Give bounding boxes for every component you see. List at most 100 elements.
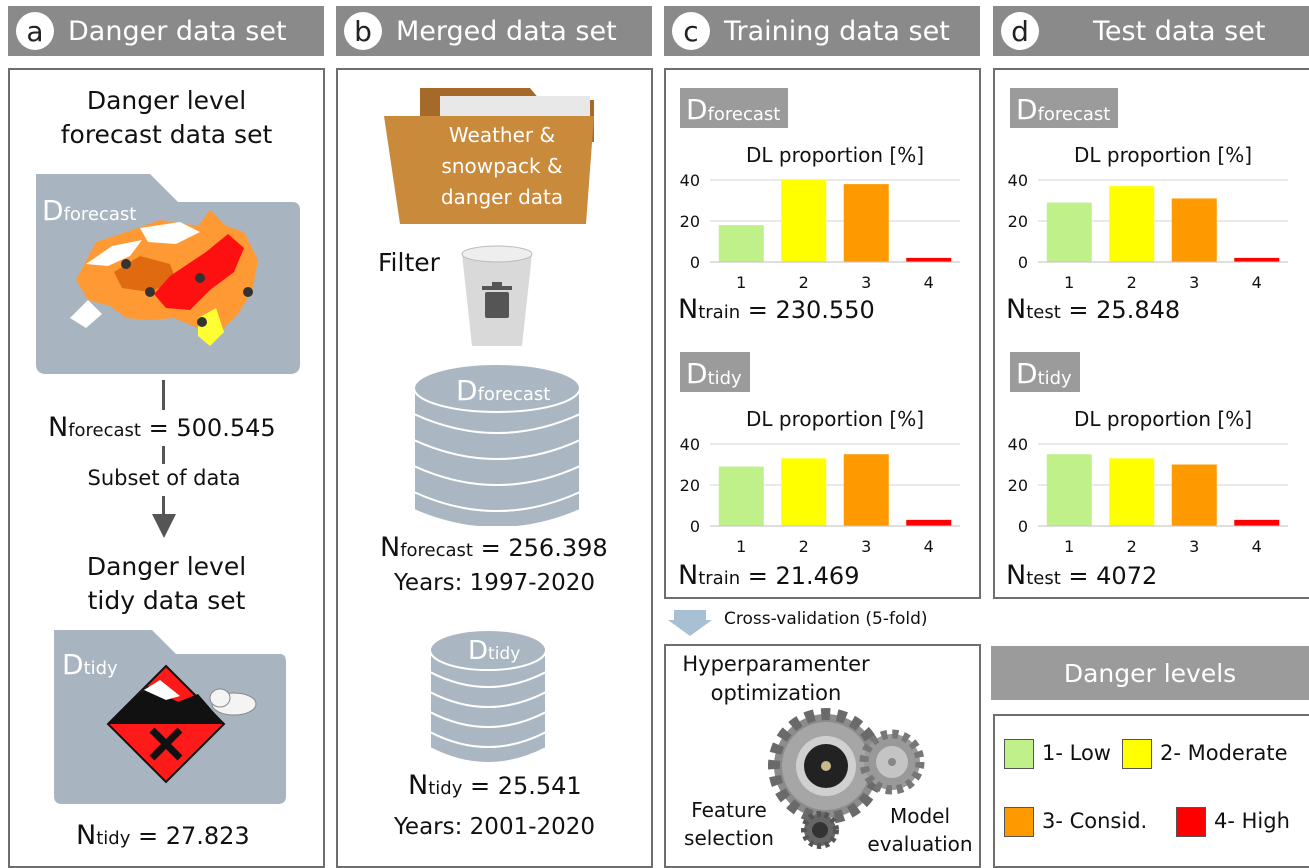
db-label-main: D — [456, 374, 478, 407]
model-line: evaluation — [867, 832, 973, 856]
n-sub: test — [1026, 302, 1061, 323]
connector-line — [162, 446, 165, 464]
panel-c — [664, 68, 981, 599]
hyper-title-line: optimization — [710, 681, 842, 705]
model-line: Model — [889, 804, 951, 828]
n-value: = 4072 — [1068, 562, 1158, 590]
bar — [843, 454, 889, 526]
down-arrow-icon — [152, 514, 176, 538]
forecast-folder-label: Dforecast — [42, 194, 136, 227]
forecast-folder-icon — [36, 174, 300, 374]
bar — [781, 180, 827, 262]
folder-label-sub: forecast — [63, 204, 137, 225]
y-tick-label: 20 — [680, 476, 700, 495]
panel-title-b: Merged data set — [396, 15, 617, 47]
gears-icon — [768, 708, 925, 849]
model-evaluation-label: Model evaluation — [860, 802, 980, 858]
y-tick-label: 0 — [1018, 253, 1028, 272]
legend-label-high: 4- High — [1214, 809, 1290, 833]
header-panel-c: c Training data set — [664, 6, 980, 56]
x-tick-label: 1 — [1064, 537, 1074, 556]
forecast-database-icon — [413, 363, 581, 526]
bar — [843, 184, 889, 262]
bar — [1234, 519, 1280, 526]
hyperparameter-title: Hyperparamenter optimization — [666, 650, 886, 708]
x-tick-label: 3 — [861, 273, 871, 292]
folder-text-line: danger data — [440, 185, 564, 209]
y-tick-label: 40 — [680, 435, 700, 454]
bar — [718, 225, 764, 262]
x-tick-label: 3 — [861, 537, 871, 556]
y-tick-label: 20 — [680, 212, 700, 231]
tidy-database-icon — [429, 629, 547, 764]
heading-line: Danger level — [86, 86, 247, 115]
cross-validation-label: Cross-validation (5-fold) — [724, 609, 928, 629]
tidy-heading: Danger level tidy data set — [10, 550, 323, 618]
x-tick-label: 3 — [1189, 537, 1199, 556]
n-forecast-b: Nforecast = 256.398 — [380, 532, 608, 563]
legend-swatch-considerable — [1004, 807, 1034, 837]
connector-line — [162, 496, 165, 514]
panel-letter-d: d — [1001, 12, 1039, 50]
trash-icon — [461, 245, 533, 346]
years-forecast: Years: 1997-2020 — [393, 570, 596, 596]
box-sub: forecast — [1037, 104, 1111, 125]
x-tick-label: 2 — [799, 273, 809, 292]
chart-title: DL proportion [%] — [1074, 143, 1252, 167]
n-symbol: N — [678, 560, 699, 591]
n-train-tidy: Ntrain = 21.469 — [678, 560, 859, 591]
bar — [1109, 458, 1155, 526]
box-sub: tidy — [707, 368, 742, 389]
panel-letter-c: c — [672, 12, 710, 50]
n-value: = 25.848 — [1068, 296, 1181, 324]
bar — [906, 519, 952, 526]
chart-title: DL proportion [%] — [746, 143, 924, 167]
bar — [1171, 464, 1217, 526]
filter-label: Filter — [378, 248, 440, 277]
box-sub: tidy — [1037, 368, 1072, 389]
n-tidy-a: Ntidy = 27.823 — [76, 820, 250, 851]
folder-text-line: Weather & — [448, 123, 556, 147]
box-main: D — [1016, 93, 1038, 126]
x-tick-label: 4 — [924, 537, 934, 556]
panel-d — [993, 68, 1309, 599]
n-symbol: N — [1006, 294, 1027, 325]
tidy-database-label: Dtidy — [468, 636, 520, 666]
x-tick-label: 4 — [1252, 273, 1262, 292]
bar — [1046, 454, 1092, 526]
bar — [781, 458, 827, 526]
x-tick-label: 4 — [1252, 537, 1262, 556]
bar — [1171, 198, 1217, 262]
n-sub: tidy — [428, 778, 463, 799]
panel-title-d: Test data set — [1093, 15, 1266, 47]
folder-label-main: D — [62, 648, 84, 681]
x-tick-label: 3 — [1189, 273, 1199, 292]
medium-gear-icon — [859, 729, 925, 795]
data-folder-text: Weather & snowpack & danger data — [412, 120, 592, 213]
n-value: = 25.541 — [469, 772, 582, 800]
x-tick-label: 1 — [736, 273, 746, 292]
y-tick-label: 40 — [1008, 171, 1028, 190]
avalanche-danger-icon — [106, 664, 257, 784]
legend-label-moderate: 2- Moderate — [1160, 741, 1288, 765]
x-tick-label: 2 — [1127, 273, 1137, 292]
n-tidy-b: Ntidy = 25.541 — [408, 770, 582, 801]
legend-swatch-high — [1176, 807, 1206, 837]
y-tick-label: 0 — [690, 253, 700, 272]
heading-line: forecast data set — [60, 120, 273, 149]
connector-line — [162, 380, 165, 410]
x-tick-label: 2 — [799, 537, 809, 556]
panel-letter-a: a — [16, 12, 54, 50]
db-label-sub: forecast — [477, 384, 551, 405]
n-sub: forecast — [400, 540, 473, 561]
n-value: = 500.545 — [148, 414, 276, 442]
x-tick-label: 1 — [736, 537, 746, 556]
n-sub: train — [698, 568, 741, 589]
